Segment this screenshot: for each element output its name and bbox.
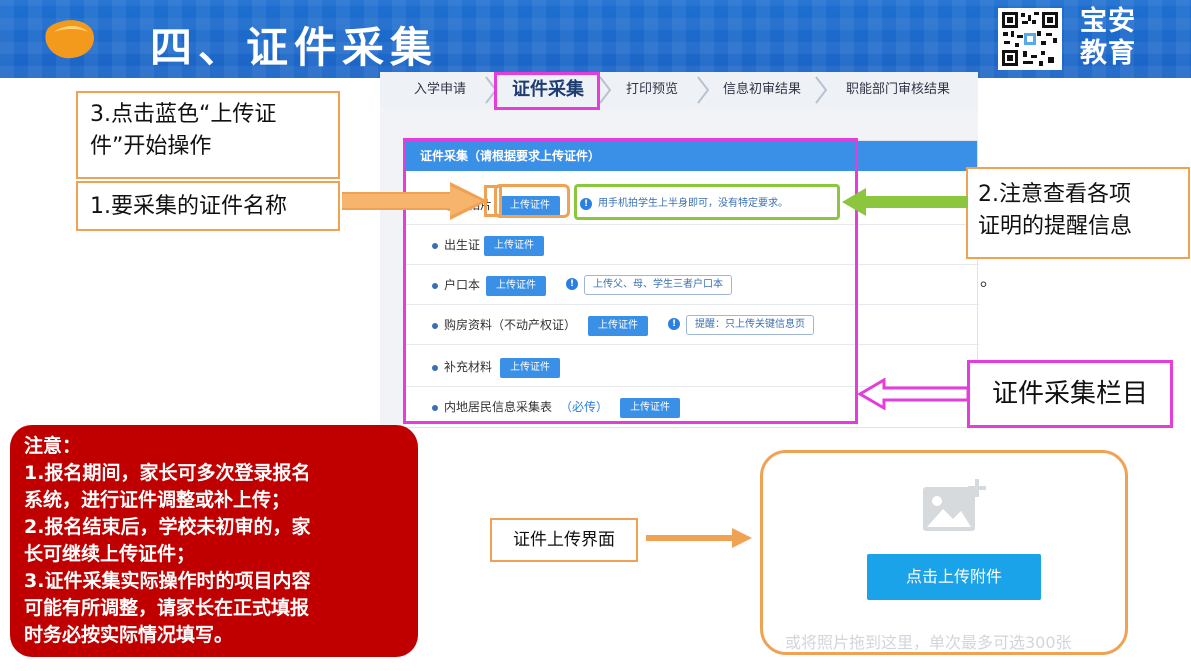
upload-dropzone[interactable]: 点击上传附件 或将照片拖到这里，单次最多可选300张 xyxy=(760,450,1128,655)
column-label: 证件采集栏目 xyxy=(967,360,1173,428)
bullet-icon xyxy=(432,405,438,411)
upload-button[interactable]: 上传证件 xyxy=(486,276,546,296)
logo-icon xyxy=(45,20,94,59)
brand-line-2: 教育 xyxy=(1080,38,1136,69)
document-name: 内地居民信息采集表 （必传） xyxy=(444,398,608,415)
document-name-text: 内地居民信息采集表 xyxy=(444,400,553,414)
tab-department-review[interactable]: 职能部门审核结果 xyxy=(845,82,950,97)
chevron-right-icon xyxy=(697,76,710,104)
list-item: 购房资料（不动产权证） 上传证件 ! 提醒：只上传关键信息页 xyxy=(404,305,979,345)
upload-attachment-button[interactable]: 点击上传附件 xyxy=(867,554,1041,600)
step2-line-1: 2.注意查看各项 xyxy=(978,182,1131,207)
upload-button[interactable]: 上传证件 xyxy=(484,236,544,256)
upload-button[interactable]: 上传证件 xyxy=(500,196,560,216)
upload-button[interactable]: 上传证件 xyxy=(500,358,560,378)
document-name: 购房资料（不动产权证） xyxy=(444,318,577,332)
add-image-icon xyxy=(923,479,986,531)
step2-line-2: 证明的提醒信息 xyxy=(978,214,1133,239)
step1-note: 1.要采集的证件名称 xyxy=(76,181,340,231)
bullet-icon xyxy=(432,365,438,371)
slide-header: 四、证件采集 宝安 教育 xyxy=(0,0,1191,78)
info-icon: ! xyxy=(580,198,592,210)
brand-name: 宝安 教育 xyxy=(1080,6,1170,70)
list-item: 户口本 上传证件 ! 上传父、母、学生三者户口本 xyxy=(404,265,979,305)
list-item: 出生证 上传证件 xyxy=(404,225,979,265)
document-name: 出生证 xyxy=(444,238,481,252)
document-name: 户口本 xyxy=(444,278,481,292)
tab-print-preview[interactable]: 打印预览 xyxy=(625,82,678,97)
panel-title: 证件采集（请根据要求上传证件） xyxy=(404,141,977,171)
notice-line: 2.报名结束后，学校未初审的，家 xyxy=(24,516,311,538)
notice-line: 长可继续上传证件； xyxy=(24,543,196,565)
header-pattern xyxy=(0,0,1191,78)
tab-initial-review[interactable]: 信息初审结果 xyxy=(722,82,801,97)
tab-apply[interactable]: 入学申请 xyxy=(413,82,466,97)
step-tab-bar: 入学申请 证件采集 打印预览 信息初审结果 职能部门审核结果 xyxy=(380,72,978,108)
notice-line: 3.证件采集实际操作时的项目内容 xyxy=(24,570,311,592)
notice-line: 可能有所调整，请家长在正式填报 xyxy=(24,597,310,619)
document-name: 补充材料 xyxy=(444,360,493,374)
step2-tail: 。 xyxy=(980,270,998,291)
tab-document-collection[interactable]: 证件采集 xyxy=(512,79,584,100)
drag-drop-tip: 或将照片拖到这里，单次最多可选300张 xyxy=(785,633,1072,652)
notice-line: 1.报名期间，家长可多次登录报名 xyxy=(24,462,311,484)
bullet-icon xyxy=(432,283,438,289)
chevron-right-icon xyxy=(599,76,612,104)
qr-code-icon xyxy=(1001,11,1059,67)
info-icon: ! xyxy=(566,278,578,290)
page-title: 四、证件采集 xyxy=(150,23,439,72)
list-item: 内地居民信息采集表 （必传） 上传证件 xyxy=(404,387,979,427)
notice-line: 系统，进行证件调整或补上传； xyxy=(24,489,291,511)
arrow-left-icon xyxy=(842,188,968,216)
brand-line-1: 宝安 xyxy=(1080,6,1136,37)
notice-heading: 注意： xyxy=(24,435,82,457)
notice-box: 注意： 1.报名期间，家长可多次登录报名 系统，进行证件调整或补上传； 2.报名… xyxy=(10,425,418,657)
hint-highlight xyxy=(574,184,840,220)
hint-text: 上传父、母、学生三者户口本 xyxy=(584,275,732,295)
chevron-right-icon xyxy=(815,76,828,104)
arrow-left-icon xyxy=(858,378,970,410)
hint-text: 用手机拍学生上半身即可，没有特定要求。 xyxy=(596,195,796,215)
step3-line-2: 件”开始操作 xyxy=(90,134,212,159)
upload-button[interactable]: 上传证件 xyxy=(620,398,680,418)
bullet-icon xyxy=(432,323,438,329)
upload-button-highlight xyxy=(494,184,570,218)
upload-ui-label: 证件上传界面 xyxy=(490,518,638,562)
step3-note: 3.点击蓝色“上传证 件”开始操作 xyxy=(76,91,340,179)
active-tab-highlight xyxy=(494,72,600,110)
step1-text: 1.要采集的证件名称 xyxy=(90,194,287,219)
qr-code xyxy=(998,8,1062,70)
notice-line: 时务必按实际情况填写。 xyxy=(24,624,234,646)
step3-line-1: 3.点击蓝色“上传证 xyxy=(90,102,277,127)
bullet-icon xyxy=(432,243,438,249)
required-tag: （必传） xyxy=(560,400,609,414)
hint-text: 提醒：只上传关键信息页 xyxy=(686,315,814,335)
arrow-right-icon xyxy=(342,182,488,220)
arrow-right-icon xyxy=(646,528,752,548)
panel-highlight xyxy=(403,138,858,424)
list-item: 补充材料 上传证件 xyxy=(404,347,979,387)
upload-button[interactable]: 上传证件 xyxy=(588,316,648,336)
step2-note: 2.注意查看各项 证明的提醒信息 xyxy=(966,167,1190,259)
info-icon: ! xyxy=(668,318,680,330)
